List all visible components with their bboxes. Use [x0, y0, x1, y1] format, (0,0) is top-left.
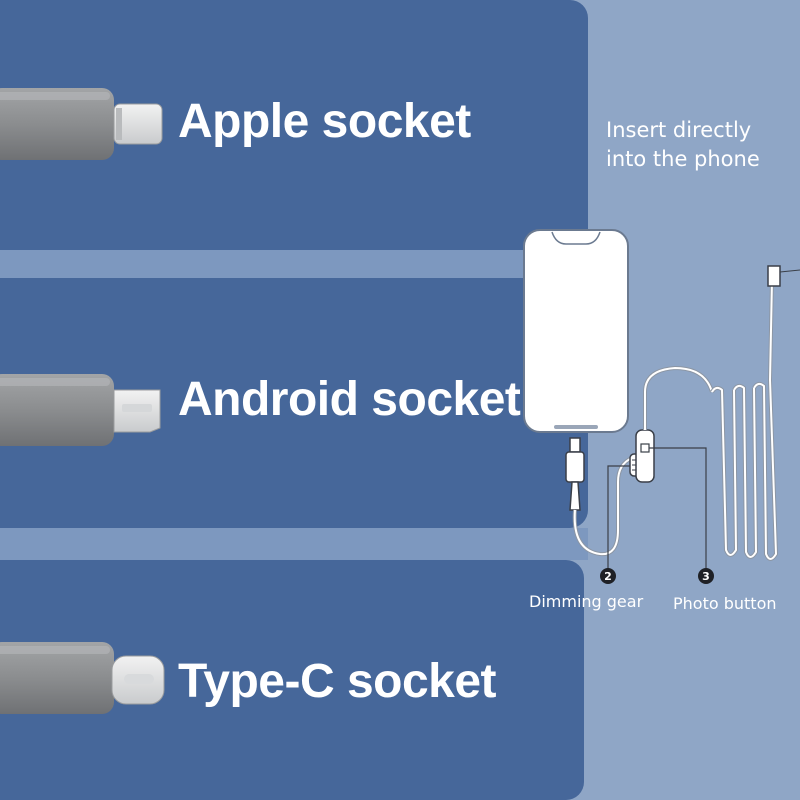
callout-marker-2: 2 [600, 568, 616, 584]
lightning-plug-icon [0, 88, 163, 160]
control-box-icon [635, 429, 655, 483]
phone-endoscope-diagram: 2 3 [523, 229, 800, 584]
callout-line-dimming [607, 465, 630, 570]
insert-directly-note: Insert directly into the phone [606, 116, 796, 174]
phone-icon [523, 229, 629, 433]
callout-label-dimming-gear: Dimming gear [529, 592, 644, 611]
callout-marker-3: 3 [698, 568, 714, 584]
callout-line-photo [649, 447, 707, 572]
micro-usb-plug-icon [0, 374, 161, 446]
socket-label-android: Android socket [178, 373, 521, 426]
camera-probe-icon [767, 265, 800, 287]
usb-c-plug-icon [0, 642, 165, 714]
callout-label-photo-button: Photo button [673, 594, 777, 613]
insert-note-line-1: Insert directly [606, 118, 752, 142]
coiled-cable-icon [710, 279, 779, 561]
panel-divider [0, 528, 588, 560]
socket-label-type-c: Type-C socket [178, 655, 497, 708]
socket-label-apple: Apple socket [178, 95, 471, 148]
phone-plug-icon [565, 437, 585, 511]
insert-note-line-2: into the phone [606, 147, 760, 171]
panel-divider [0, 250, 588, 278]
callout-number-3: 3 [702, 570, 710, 583]
callout-number-2: 2 [604, 570, 612, 583]
